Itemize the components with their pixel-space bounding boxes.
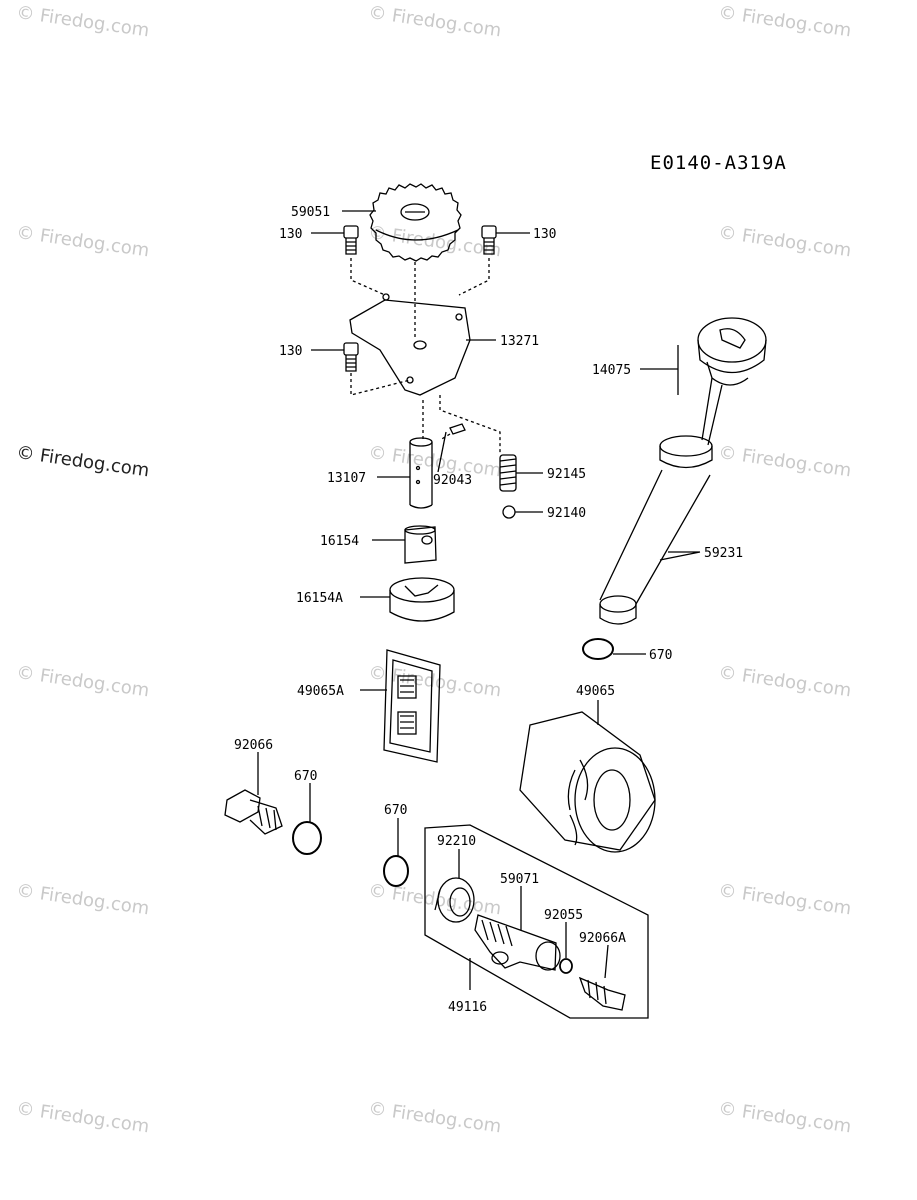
label-92140: 92140 (547, 506, 586, 521)
label-670-middle: 670 (384, 803, 407, 818)
label-59071: 59071 (500, 872, 539, 887)
drain-plug-92066[interactable] (224, 789, 283, 835)
pin-92043[interactable] (439, 423, 466, 441)
bolt-130-right[interactable] (481, 225, 497, 255)
label-130-right: 130 (533, 227, 556, 242)
spring-92145[interactable] (499, 454, 517, 492)
label-16154A: 16154A (296, 591, 343, 606)
bolt-130-left[interactable] (343, 225, 359, 255)
label-13107: 13107 (327, 471, 366, 486)
o-ring-670-left[interactable] (292, 821, 322, 855)
label-16154: 16154 (320, 534, 359, 549)
label-59051: 59051 (291, 205, 330, 220)
shaft-13107[interactable] (409, 437, 433, 509)
label-92066: 92066 (234, 738, 273, 753)
washer-92055[interactable] (559, 958, 573, 974)
label-49065A: 49065A (297, 684, 344, 699)
label-130-lower: 130 (279, 344, 302, 359)
assembly-box-49116 (424, 824, 649, 1019)
label-92043: 92043 (433, 473, 472, 488)
dipstick-tube-59231[interactable] (599, 435, 713, 625)
outer-rotor-16154A[interactable] (389, 577, 455, 622)
label-92066A: 92066A (579, 931, 626, 946)
label-49065: 49065 (576, 684, 615, 699)
inner-rotor-16154[interactable] (404, 525, 437, 564)
diagram-code: E0140-A319A (650, 152, 787, 174)
label-130-left: 130 (279, 227, 302, 242)
label-92210: 92210 (437, 834, 476, 849)
fitting-59071[interactable] (474, 914, 561, 971)
strainer-49065A[interactable] (383, 649, 441, 763)
bolt-130-lower[interactable] (343, 342, 359, 372)
label-670-right: 670 (649, 648, 672, 663)
dipstick-cap-14075[interactable] (697, 317, 767, 446)
ball-92140[interactable] (502, 505, 516, 519)
plate-13271[interactable] (349, 293, 471, 396)
label-670-left: 670 (294, 769, 317, 784)
o-ring-670-right[interactable] (582, 638, 614, 660)
label-14075: 14075 (592, 363, 631, 378)
label-13271: 13271 (500, 334, 539, 349)
screw-92066A[interactable] (578, 976, 626, 1011)
label-92145: 92145 (547, 467, 586, 482)
o-ring-670-middle[interactable] (383, 855, 409, 887)
oil-filter-49065[interactable] (519, 711, 656, 853)
gear-59051[interactable] (369, 183, 462, 262)
label-59231: 59231 (704, 546, 743, 561)
label-92055: 92055 (544, 908, 583, 923)
nut-92210[interactable] (434, 877, 475, 923)
label-49116: 49116 (448, 1000, 487, 1015)
